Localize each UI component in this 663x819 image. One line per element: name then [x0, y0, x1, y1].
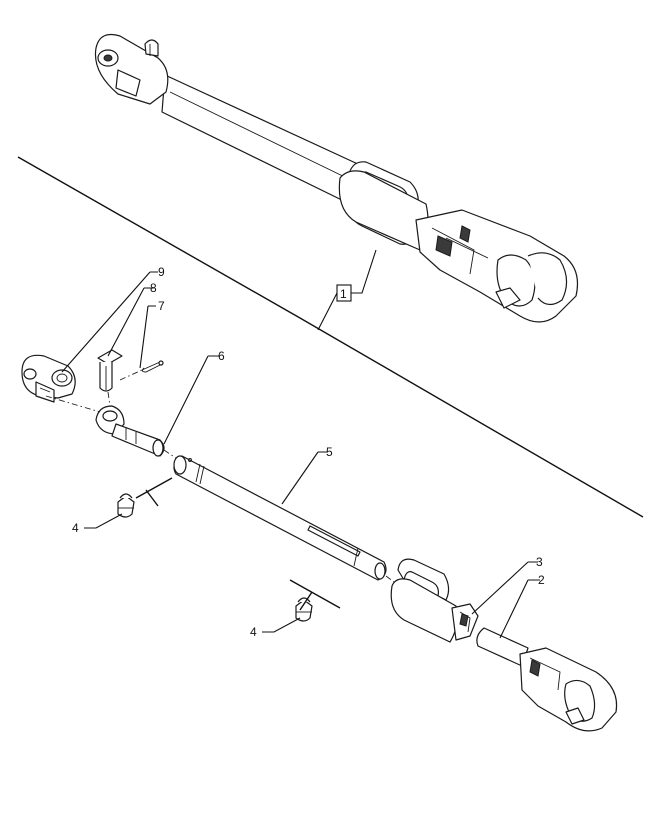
callout-1-label: 1 — [340, 287, 347, 301]
callout-4b-label: 4 — [250, 625, 257, 639]
callout-9-label: 9 — [158, 265, 165, 279]
callout-3-label: 3 — [536, 555, 543, 569]
top-link-assembly — [94, 33, 579, 323]
break-mark-left — [135, 477, 173, 507]
callout-4a-label: 4 — [72, 521, 79, 535]
callout-9: 9 — [61, 265, 165, 373]
callout-8: 8 — [107, 281, 157, 357]
callout-5-label: 5 — [326, 445, 333, 459]
callout-4-left: 4 — [72, 513, 123, 535]
axis-line-stud — [163, 449, 177, 459]
axis-line-clip — [119, 369, 143, 381]
part-9-ball-end — [21, 354, 76, 403]
part-7-clip-pin — [141, 360, 164, 373]
callout-7: 7 — [139, 299, 165, 369]
axis-line-pin — [107, 391, 111, 407]
callout-1: 1 — [317, 249, 377, 331]
section-divider-line — [17, 156, 644, 518]
part-6-ball-joint — [95, 405, 165, 457]
callout-6-label: 6 — [218, 349, 225, 363]
callout-6: 6 — [163, 349, 225, 445]
callout-5: 5 — [281, 445, 333, 505]
part-2-clevis-end — [476, 627, 618, 732]
callout-3: 3 — [471, 555, 543, 615]
assembly-sleeve — [338, 170, 429, 251]
callout-4-lower: 4 — [250, 617, 301, 639]
callout-7-label: 7 — [158, 299, 165, 313]
callout-8-label: 8 — [150, 281, 157, 295]
break-mark-lower — [289, 579, 341, 611]
callout-2: 2 — [499, 573, 545, 639]
part-8-pin — [97, 349, 123, 392]
part-5-inner-tube — [173, 455, 387, 581]
callout-2-label: 2 — [538, 573, 545, 587]
part-4-grease-nipple-left — [117, 493, 135, 518]
part-3-sleeve — [390, 558, 479, 643]
axis-line-upper — [45, 395, 101, 413]
axis-line-sleeve — [385, 575, 395, 583]
part-4-grease-nipple-lower — [295, 597, 313, 622]
